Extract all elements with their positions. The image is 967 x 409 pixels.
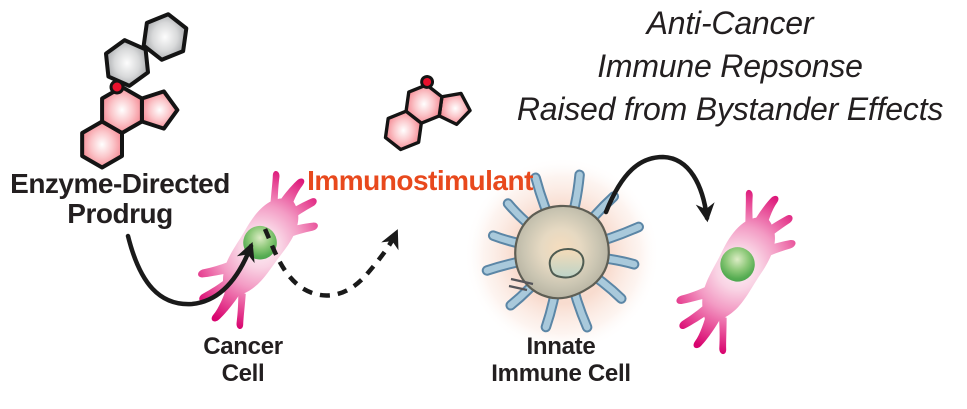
heading-line2: Immune Repsonse bbox=[597, 48, 863, 84]
cancer-cell-label: Cancer Cell bbox=[163, 333, 323, 387]
arrow-prodrug-to-cancer-cell bbox=[125, 233, 255, 307]
immunostimulant-label: Immunostimulant bbox=[300, 166, 540, 196]
arrow-cancer-cell-to-immunostimulant bbox=[262, 228, 399, 298]
heading-line1: Anti-Cancer bbox=[646, 5, 814, 41]
immune-cell-label-line2: Immune Cell bbox=[491, 360, 631, 387]
immunostimulant-molecule-icon bbox=[384, 75, 474, 158]
immunostimulant-label-text: Immunostimulant bbox=[307, 165, 533, 196]
cancer-cell-label-line2: Cell bbox=[221, 360, 265, 387]
drug-ring-system-icon bbox=[82, 87, 177, 168]
prodrug-label-line2: Prodrug bbox=[67, 198, 173, 229]
oxygen-dot-icon bbox=[109, 79, 125, 95]
cancer-cell-label-line1: Cancer bbox=[203, 333, 283, 360]
figure-heading: Anti-Cancer Immune Repsonse Raised from … bbox=[494, 2, 966, 131]
innate-immune-cell-icon bbox=[481, 169, 644, 333]
drug-ring-system-icon bbox=[384, 80, 473, 158]
bystander-cancer-cell-icon bbox=[660, 178, 812, 366]
prodrug-molecule-icon bbox=[82, 9, 190, 168]
membrane-detail-lines bbox=[508, 277, 534, 292]
heading-line3: Raised from Bystander Effects bbox=[516, 91, 944, 127]
immune-cell-label: Innate Immune Cell bbox=[461, 333, 661, 387]
prodrug-label: Enzyme-Directed Prodrug bbox=[0, 169, 240, 229]
immune-cell-label-line1: Innate bbox=[526, 333, 596, 360]
immune-cell-nucleus bbox=[548, 247, 585, 279]
arrow-immune-cell-to-bystander-cell bbox=[603, 154, 715, 223]
prodrug-label-line1: Enzyme-Directed bbox=[10, 168, 230, 199]
oxygen-dot-icon bbox=[420, 75, 435, 89]
masking-hexagon-icon bbox=[140, 9, 190, 65]
